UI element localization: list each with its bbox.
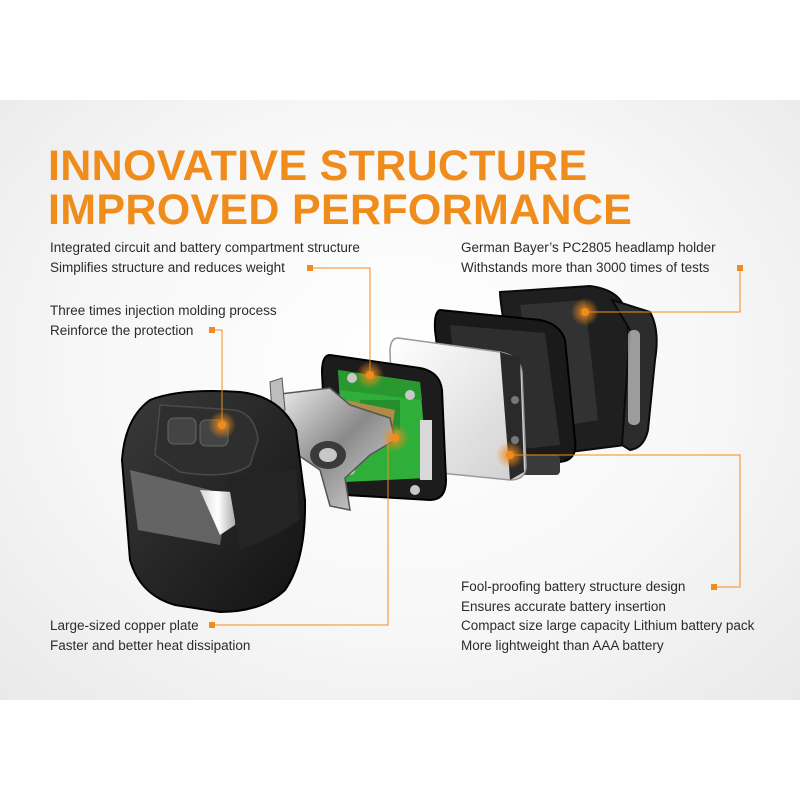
hotspots — [208, 298, 599, 469]
callout-circuit-line-2: Simplifies structure and reduces weight — [50, 259, 285, 275]
callout-copper: Large-sized copper plate Faster and bett… — [50, 616, 250, 655]
callout-molding-line-2: Reinforce the protection — [50, 322, 194, 338]
callout-molding-line-1: Three times injection molding process — [50, 303, 277, 318]
callout-copper-line-1: Large-sized copper plate — [50, 618, 199, 633]
leader-lines — [212, 267, 741, 626]
callout-battery-line-4: More lightweight than AAA battery — [461, 637, 664, 653]
callout-battery-line-2: Ensures accurate battery insertion — [461, 598, 666, 614]
callout-circuit-line-1: Integrated circuit and battery compartme… — [50, 240, 360, 255]
callout-holder-line-2: Withstands more than 3000 times of tests — [461, 259, 710, 275]
callout-holder-line-1: German Bayer’s PC2805 headlamp holder — [461, 240, 716, 255]
headline-line-1: INNOVATIVE STRUCTURE — [48, 142, 588, 190]
callout-molding: Three times injection molding process Re… — [50, 301, 277, 340]
callout-circuit: Integrated circuit and battery compartme… — [50, 238, 360, 277]
leader-markers — [209, 265, 743, 628]
callout-copper-line-2: Faster and better heat dissipation — [50, 637, 251, 653]
callout-battery-line-3: Compact size large capacity Lithium batt… — [461, 618, 755, 633]
callout-holder: German Bayer’s PC2805 headlamp holder Wi… — [461, 238, 716, 277]
headline-line-2: IMPROVED PERFORMANCE — [48, 186, 633, 234]
callout-battery-line-1: Fool-proofing battery structure design — [461, 579, 686, 594]
callout-battery: Fool-proofing battery structure design E… — [461, 577, 754, 655]
